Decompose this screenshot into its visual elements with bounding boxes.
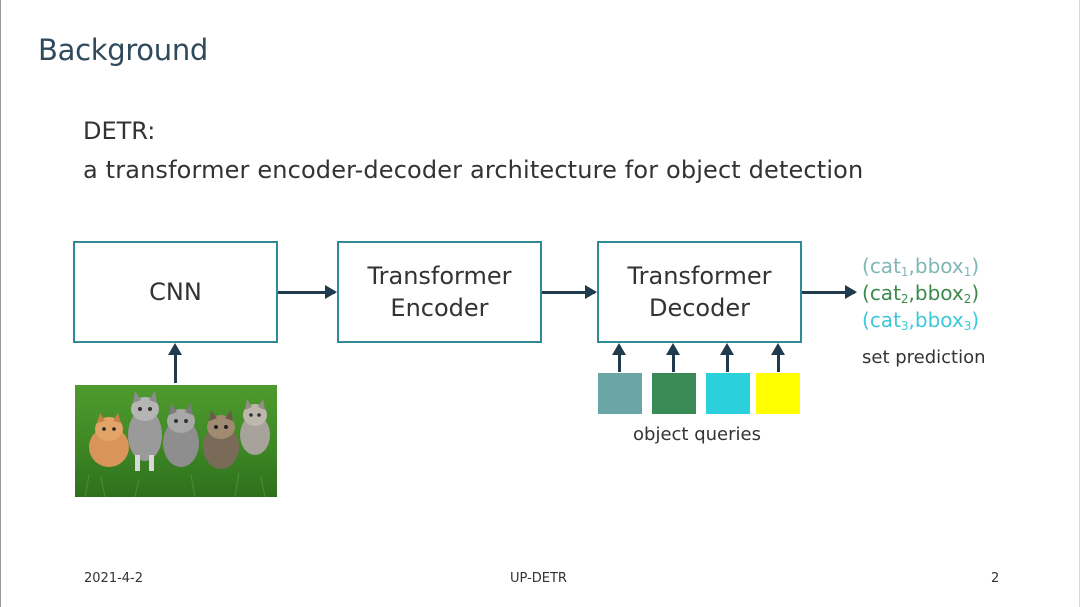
prediction-3: (cat3,bbox3)	[862, 308, 980, 333]
encoder-label-line2: Encoder	[390, 294, 489, 322]
footer-title: UP-DETR	[510, 571, 567, 586]
arrow-query-1	[612, 343, 626, 372]
subtitle-line-2: a transformer encoder-decoder architectu…	[83, 156, 864, 184]
arrow-decoder-to-output	[802, 285, 857, 299]
arrow-query-2	[666, 343, 680, 372]
cnn-label: CNN	[149, 278, 202, 306]
encoder-label-line1: Transformer	[367, 262, 512, 290]
page-number: 2	[991, 571, 1000, 586]
encoder-box: Transformer Encoder	[337, 241, 542, 343]
arrow-encoder-to-decoder	[542, 285, 597, 299]
arrow-query-4	[771, 343, 785, 372]
arrow-cnn-to-encoder	[278, 285, 337, 299]
decoder-box: Transformer Decoder	[597, 241, 802, 343]
prediction-1: (cat1,bbox1)	[862, 254, 980, 279]
object-queries-label: object queries	[633, 424, 761, 445]
decoder-label-line1: Transformer	[627, 262, 772, 290]
arrow-image-to-cnn	[168, 343, 182, 383]
slide-title: Background	[38, 33, 209, 67]
decoder-label-line2: Decoder	[648, 294, 750, 322]
object-query-4	[756, 373, 800, 414]
footer-date: 2021-4-2	[84, 571, 144, 586]
object-query-2	[652, 373, 696, 414]
cnn-box: CNN	[73, 241, 278, 343]
prediction-2: (cat2,bbox2)	[862, 281, 980, 306]
subtitle-line-1: DETR:	[83, 117, 156, 145]
object-query-3	[706, 373, 750, 414]
set-prediction-label: set prediction	[862, 347, 986, 368]
slide-left-border	[0, 0, 1, 607]
kittens-photo	[75, 385, 277, 497]
arrow-query-3	[720, 343, 734, 372]
object-query-1	[598, 373, 642, 414]
